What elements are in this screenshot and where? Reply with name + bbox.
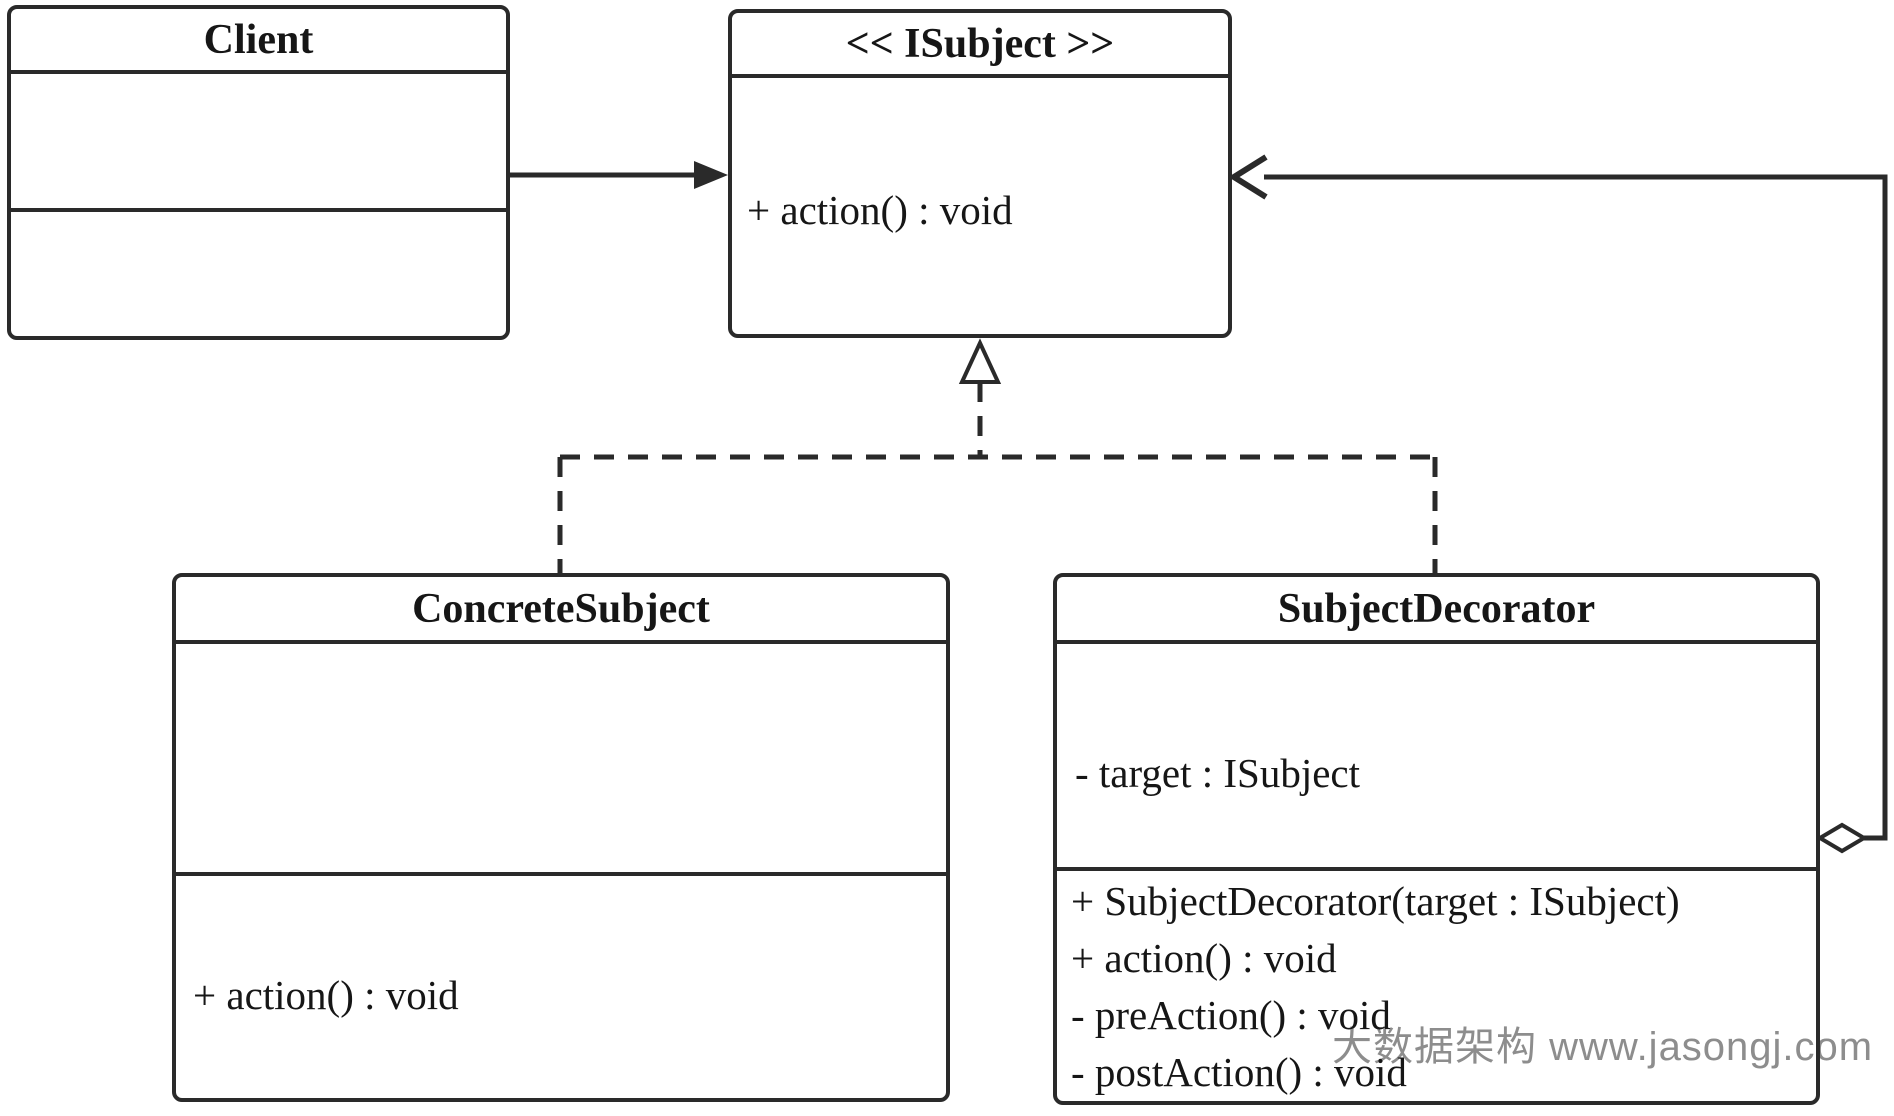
client-attributes-compartment: [11, 70, 506, 208]
filled-arrowhead-icon: [694, 161, 728, 189]
isubject-methods-compartment: + action() : void: [732, 74, 1228, 334]
subject-decorator-method-postaction: - postAction() : void: [1071, 1049, 1407, 1095]
subject-decorator-methods-compartment: + SubjectDecorator(target : ISubject) + …: [1057, 867, 1816, 1101]
class-box-subject-decorator: SubjectDecorator - target : ISubject + S…: [1053, 573, 1820, 1105]
realization-dashed-connector: [557, 382, 1438, 573]
subject-decorator-attribute-target: - target : ISubject: [1075, 750, 1361, 796]
class-box-isubject: << ISubject >> + action() : void: [728, 9, 1232, 338]
concrete-subject-methods-compartment: + action() : void: [176, 872, 946, 1098]
client-methods-compartment: [11, 208, 506, 336]
aggregation-decorator-to-isubject: [1228, 154, 1888, 854]
class-box-client: Client: [7, 5, 510, 340]
association-client-to-isubject: [510, 161, 728, 189]
class-title-client: Client: [203, 16, 314, 63]
subject-decorator-method-preaction: - preAction() : void: [1071, 992, 1391, 1038]
concrete-subject-attributes-compartment: [176, 640, 946, 872]
open-arrowhead-icon: [1228, 154, 1268, 200]
class-box-concrete-subject: ConcreteSubject + action() : void: [172, 573, 950, 1102]
subject-decorator-attributes-compartment: - target : ISubject: [1057, 640, 1816, 867]
subject-decorator-method-action: + action() : void: [1071, 935, 1337, 981]
hollow-triangle-arrowhead-icon: [958, 338, 1002, 384]
class-title-subject-decorator: SubjectDecorator: [1277, 585, 1596, 632]
concrete-subject-method-action: + action() : void: [193, 972, 459, 1018]
watermark-text: 大数据架构 www.jasongj.com: [1332, 1025, 1874, 1069]
class-title-concrete-subject: ConcreteSubject: [412, 585, 710, 632]
aggregation-diamond-icon: [1816, 822, 1868, 854]
class-title-isubject: << ISubject >>: [845, 20, 1115, 67]
subject-decorator-method-constructor: + SubjectDecorator(target : ISubject): [1071, 878, 1680, 924]
isubject-method-action: + action() : void: [747, 187, 1013, 233]
